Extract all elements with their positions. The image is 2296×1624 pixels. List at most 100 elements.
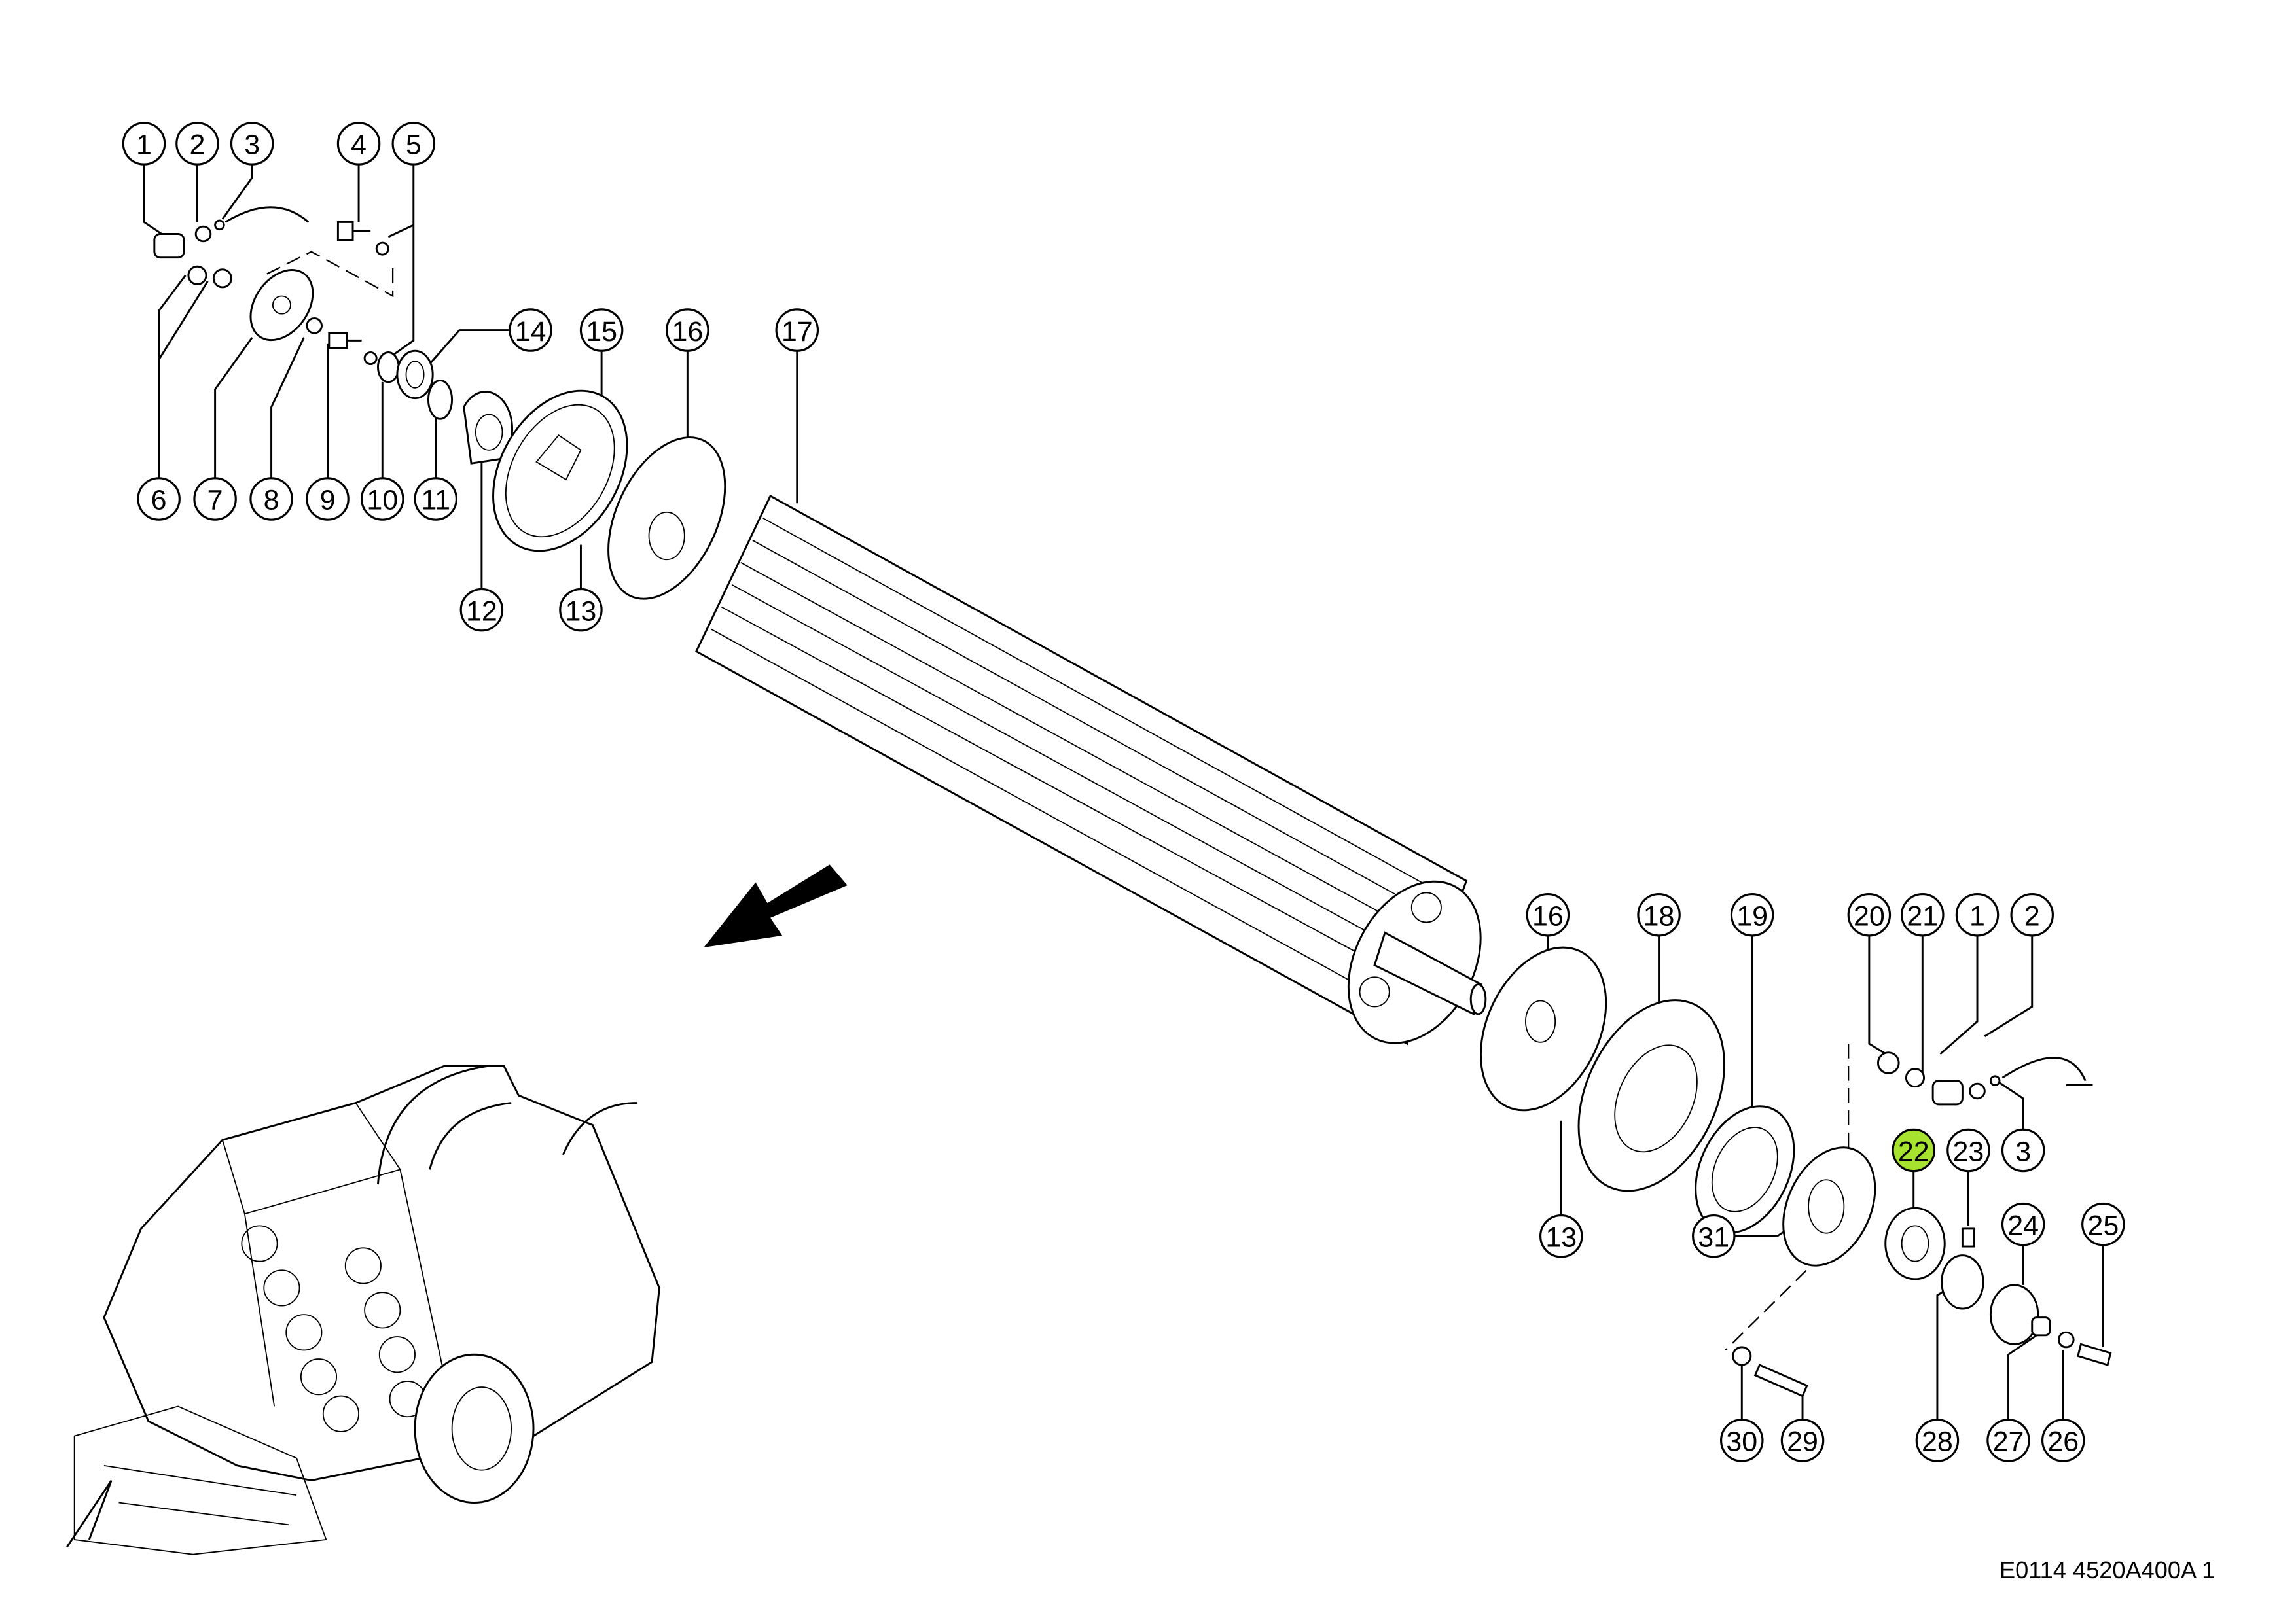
callout-label: 16 [672, 316, 703, 347]
callout-label: 3 [2015, 1136, 2031, 1167]
callout-17[interactable]: 17 [775, 308, 819, 352]
callout-16[interactable]: 16 [1526, 892, 1570, 937]
callout-label: 18 [1643, 901, 1675, 932]
callout-label: 13 [565, 595, 597, 627]
callout-circle [391, 122, 436, 166]
callout-circle [306, 477, 350, 521]
callout-2[interactable]: 2 [2010, 892, 2054, 937]
callout-label: 19 [1736, 901, 1768, 932]
callout-circle [666, 308, 709, 352]
callout-label: 27 [1993, 1426, 2024, 1458]
callout-circle [1847, 892, 1892, 937]
callout-29[interactable]: 29 [1780, 1419, 1825, 1462]
callout-circle [1901, 892, 1945, 937]
callout-3[interactable]: 3 [2001, 1128, 2045, 1173]
callout-7[interactable]: 7 [193, 477, 237, 521]
callout-25[interactable]: 25 [2081, 1202, 2125, 1246]
callout-circle [2081, 1202, 2125, 1246]
callout-1[interactable]: 1 [1955, 892, 2000, 937]
callout-21[interactable]: 21 [1901, 892, 1945, 937]
callout-14[interactable]: 14 [509, 308, 552, 352]
callout-5[interactable]: 5 [391, 122, 436, 166]
callout-18[interactable]: 18 [1637, 892, 1681, 937]
callout-6[interactable]: 6 [137, 477, 181, 521]
callout-3[interactable]: 3 [230, 122, 274, 166]
callout-label: 1 [1969, 901, 1985, 932]
roller-drum [695, 494, 1487, 1046]
callout-10[interactable]: 10 [361, 477, 404, 521]
callout-label: 14 [515, 316, 547, 347]
callout-circle [1892, 1128, 1935, 1173]
callout-label: 11 [421, 485, 450, 516]
callout-label: 21 [1907, 901, 1938, 932]
callout-11[interactable]: 11 [414, 477, 457, 521]
callout-circle [361, 477, 404, 521]
callout-circle [1946, 1128, 1990, 1173]
callout-circle [249, 477, 293, 521]
right-hub-parts [1479, 946, 2112, 1398]
callout-27[interactable]: 27 [1986, 1419, 2030, 1462]
callout-26[interactable]: 26 [2041, 1419, 2085, 1462]
callout-circle [122, 122, 166, 166]
callout-31[interactable]: 31 [1692, 1214, 1736, 1258]
callout-15[interactable]: 15 [579, 308, 624, 352]
callout-23[interactable]: 23 [1946, 1128, 1990, 1173]
callout-circle [1730, 892, 1774, 937]
callout-label: 4 [351, 130, 367, 161]
callout-20[interactable]: 20 [1847, 892, 1892, 937]
callout-label: 23 [1953, 1136, 1984, 1167]
callout-label: 9 [320, 485, 336, 516]
callout-13[interactable]: 13 [559, 588, 603, 632]
callout-label: 3 [244, 130, 260, 161]
callout-circle [1780, 1419, 1825, 1462]
callout-9[interactable]: 9 [306, 477, 350, 521]
callout-label: 20 [1854, 901, 1885, 932]
callout-28[interactable]: 28 [1915, 1419, 1960, 1462]
callout-label: 6 [151, 485, 167, 516]
callout-label: 15 [586, 316, 617, 347]
callout-label: 17 [781, 316, 813, 347]
direction-arrow [704, 864, 848, 948]
callout-label: 2 [189, 130, 205, 161]
callout-label: 30 [1726, 1426, 1757, 1458]
callout-12[interactable]: 12 [459, 588, 504, 632]
callout-circle [193, 477, 237, 521]
callout-30[interactable]: 30 [1720, 1419, 1764, 1462]
callout-8[interactable]: 8 [249, 477, 293, 521]
callout-circle [2041, 1419, 2085, 1462]
callout-label: 31 [1698, 1222, 1729, 1253]
callout-circle [336, 122, 381, 166]
callout-label: 28 [1922, 1426, 1953, 1458]
callout-label: 25 [2087, 1210, 2119, 1241]
callout-circle [1637, 892, 1681, 937]
callout-label: 29 [1787, 1426, 1818, 1458]
callout-2[interactable]: 2 [175, 122, 219, 166]
callout-circle [1692, 1214, 1736, 1258]
left-hub-parts [153, 206, 726, 600]
callout-label: 10 [367, 485, 398, 516]
callout-circle [2001, 1128, 2045, 1173]
callout-13[interactable]: 13 [1539, 1214, 1583, 1258]
callout-circle [559, 588, 603, 632]
callout-24[interactable]: 24 [2001, 1202, 2045, 1246]
callout-1[interactable]: 1 [122, 122, 166, 166]
callout-label: 24 [2007, 1210, 2039, 1241]
callout-circle [1986, 1419, 2030, 1462]
callout-circle [2001, 1202, 2045, 1246]
callout-label: 26 [2047, 1426, 2079, 1458]
callout-circle [579, 308, 624, 352]
callout-circle [414, 477, 457, 521]
callout-label: 7 [207, 485, 223, 516]
callout-19[interactable]: 19 [1730, 892, 1774, 937]
callout-circle [459, 588, 504, 632]
callout-4[interactable]: 4 [336, 122, 381, 166]
callout-circle [230, 122, 274, 166]
callout-circle [1720, 1419, 1764, 1462]
callout-label: 13 [1545, 1222, 1577, 1253]
callout-circle [1539, 1214, 1583, 1258]
callout-22[interactable]: 22 [1892, 1128, 1935, 1173]
callout-16[interactable]: 16 [666, 308, 709, 352]
